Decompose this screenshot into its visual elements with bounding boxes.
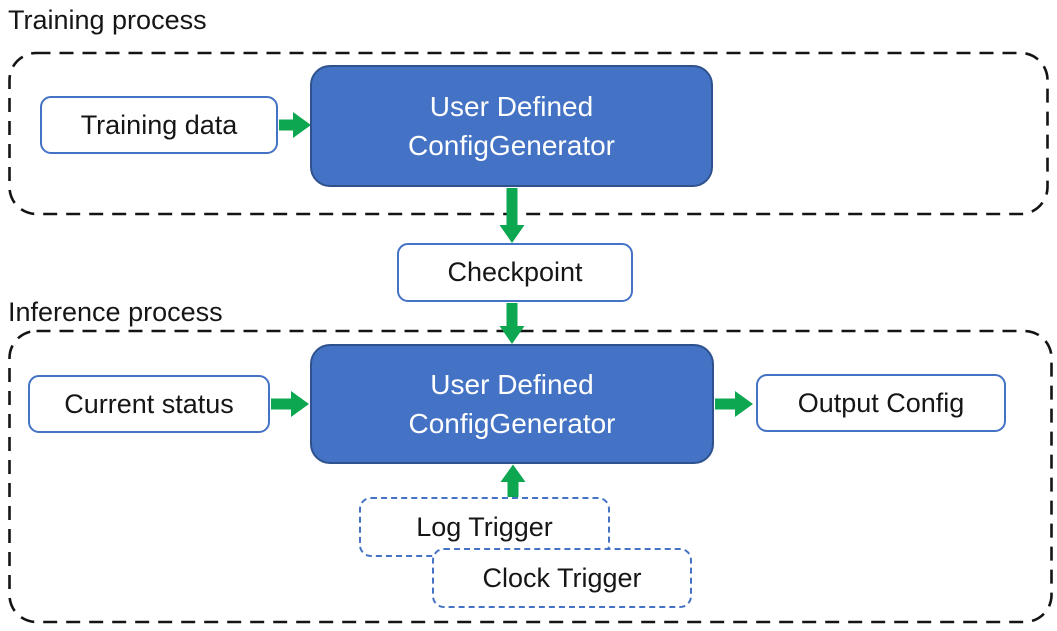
training-config-generator-line2: ConfigGenerator: [407, 130, 615, 161]
inference-config-generator-line2: ConfigGenerator: [408, 408, 616, 439]
output-config-box: Output Config: [756, 374, 1006, 432]
arrow-log-trigger-to-generator-icon: [500, 464, 526, 497]
current-status-label: Current status: [64, 388, 234, 419]
training-config-generator-box: User Defined ConfigGenerator: [310, 65, 713, 187]
arrow-generator-to-checkpoint-icon: [499, 188, 525, 243]
arrow-checkpoint-to-inference-generator-icon: [499, 303, 525, 344]
arrow-current-status-to-generator-icon: [271, 391, 309, 417]
arrow-generator-to-output-config-icon: [715, 391, 753, 417]
training-data-label: Training data: [80, 109, 238, 140]
training-config-generator-line1: User Defined: [429, 91, 594, 122]
inference-process-label: Inference process: [8, 297, 223, 327]
clock-trigger-box: Clock Trigger: [432, 548, 692, 608]
training-data-box: Training data: [40, 96, 278, 154]
checkpoint-box: Checkpoint: [397, 243, 633, 302]
training-process-container: [8, 51, 1049, 216]
output-config-label: Output Config: [797, 387, 965, 418]
training-process-label: Training process: [8, 5, 207, 35]
current-status-box: Current status: [28, 375, 270, 433]
arrow-training-data-to-generator-icon: [279, 112, 311, 138]
inference-config-generator-box: User Defined ConfigGenerator: [310, 344, 714, 464]
inference-config-generator-line1: User Defined: [430, 369, 594, 400]
clock-trigger-label: Clock Trigger: [482, 562, 642, 593]
inference-process-container: [8, 329, 1053, 624]
log-trigger-label: Log Trigger: [416, 511, 553, 542]
checkpoint-label: Checkpoint: [447, 257, 583, 287]
